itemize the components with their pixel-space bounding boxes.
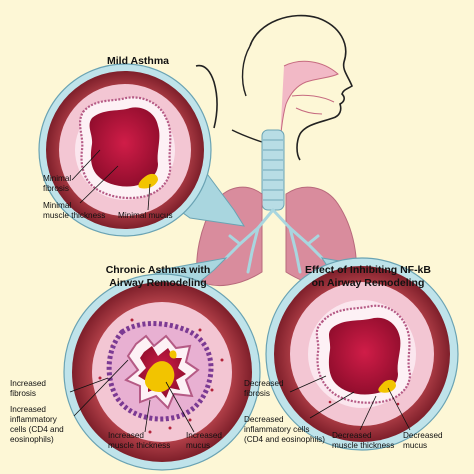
nfkb-cells-label-1: Decreased: [244, 415, 284, 424]
mild-fibrosis-label-1: Minimal: [43, 174, 71, 183]
chronic-fibrosis-label-2: fibrosis: [10, 389, 36, 398]
chronic-fibrosis-label-1: Increased: [10, 379, 46, 388]
mild-mucus: [138, 173, 158, 189]
nfkb-section: [265, 257, 459, 451]
mild-title: Mild Asthma: [107, 55, 169, 67]
chronic-mucus-label-1: Increased: [186, 431, 222, 440]
nfkb-title-2: on Airway Remodeling: [312, 277, 425, 289]
chronic-cells-label-1: Increased: [10, 405, 46, 414]
chronic-muscle-label-2: muscle thickness: [108, 441, 170, 450]
chronic-mucus-label-2: mucus: [186, 441, 210, 450]
chronic-cells-label-2: inflammatory: [10, 415, 58, 424]
nfkb-mucus-label-1: Decreased: [403, 431, 443, 440]
nfkb-fibrosis-label-1: Decreased: [244, 379, 284, 388]
nfkb-muscle-label-2: muscle thickness: [332, 441, 394, 450]
nfkb-cells-label-3: (CD4 and eosinophils): [244, 435, 325, 444]
chronic-cells-label-3: cells (CD4 and: [10, 425, 64, 434]
nfkb-cells-label-2: inflammatory cells: [244, 425, 310, 434]
mild-muscle-label-1: Minimal: [43, 201, 71, 210]
mild-asthma-section: [38, 63, 212, 237]
chronic-asthma-section: [63, 273, 261, 471]
chronic-title-1: Chronic Asthma with: [106, 264, 211, 276]
chronic-cells-label-4: eosinophils): [10, 435, 54, 444]
pointer-lines: [69, 149, 411, 433]
nfkb-mucus: [378, 379, 396, 393]
mild-fibrosis-label-2: fibrosis: [43, 184, 69, 193]
mild-lumen: [89, 107, 160, 187]
nfkb-lumen: [328, 317, 401, 395]
nfkb-muscle-label-1: Decreased: [332, 431, 372, 440]
mild-muscle-label-2: muscle thickness: [43, 211, 105, 220]
nfkb-mucus-label-2: mucus: [403, 441, 427, 450]
bronchial-tree: [224, 208, 324, 274]
nfkb-fibrosis-label-2: fibrosis: [244, 389, 270, 398]
trachea: [261, 129, 285, 211]
nfkb-title-1: Effect of Inhibiting NF-kB: [305, 264, 431, 276]
chronic-muscle-label-1: Increased: [108, 431, 144, 440]
mild-mucus-label: Minimal mucus: [118, 211, 173, 220]
chronic-title-2: Airway Remodeling: [109, 277, 206, 289]
head-illustration: [195, 14, 353, 161]
chronic-mucus: [144, 350, 177, 392]
